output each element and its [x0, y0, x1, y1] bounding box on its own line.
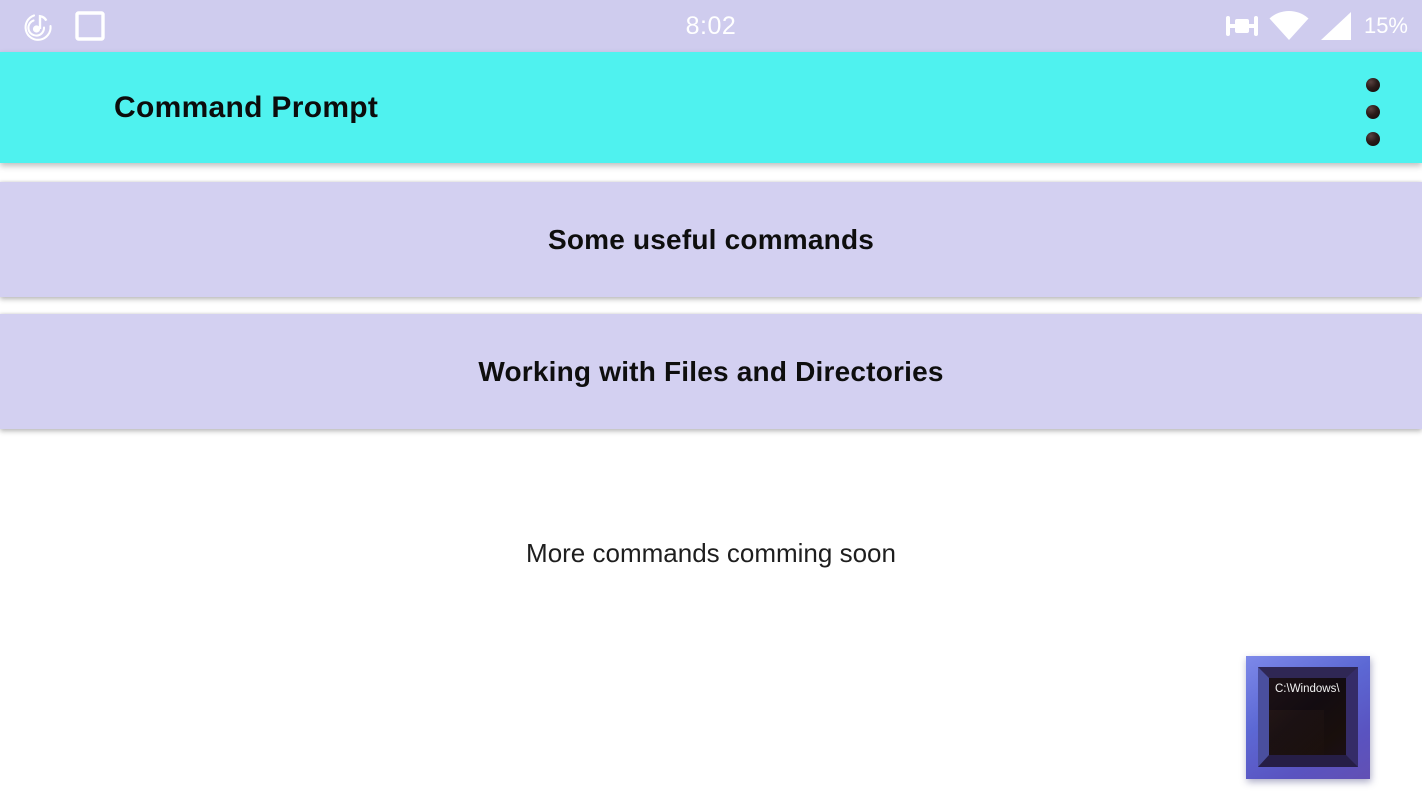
square-outline-icon [74, 10, 106, 42]
working-with-files-button[interactable]: Working with Files and Directories [0, 314, 1422, 429]
vibrate-icon [1225, 11, 1259, 41]
overflow-dot-icon [1366, 132, 1380, 146]
cellular-signal-icon [1319, 11, 1353, 41]
status-bar-clock: 8:02 [685, 11, 737, 40]
music-note-icon [20, 8, 56, 44]
status-bar-left-icons [20, 0, 106, 52]
page-title: Command Prompt [114, 90, 379, 124]
overflow-menu-button[interactable] [1365, 78, 1381, 146]
overflow-dot-icon [1366, 78, 1380, 92]
terminal-bevel-frame: C:\Windows\ [1258, 667, 1358, 767]
app-bar: Command Prompt [0, 52, 1422, 163]
wifi-icon [1268, 10, 1310, 42]
coming-soon-text: More commands comming soon [526, 538, 896, 568]
overflow-dot-icon [1366, 105, 1380, 119]
some-useful-commands-button[interactable]: Some useful commands [0, 182, 1422, 297]
status-bar: 8:02 15% [0, 0, 1422, 52]
terminal-screen-text: C:\Windows\ [1269, 678, 1346, 755]
command-prompt-logo: C:\Windows\ [1246, 656, 1370, 779]
status-bar-right-icons: 15% [1225, 0, 1408, 52]
battery-percentage: 15% [1363, 13, 1408, 38]
